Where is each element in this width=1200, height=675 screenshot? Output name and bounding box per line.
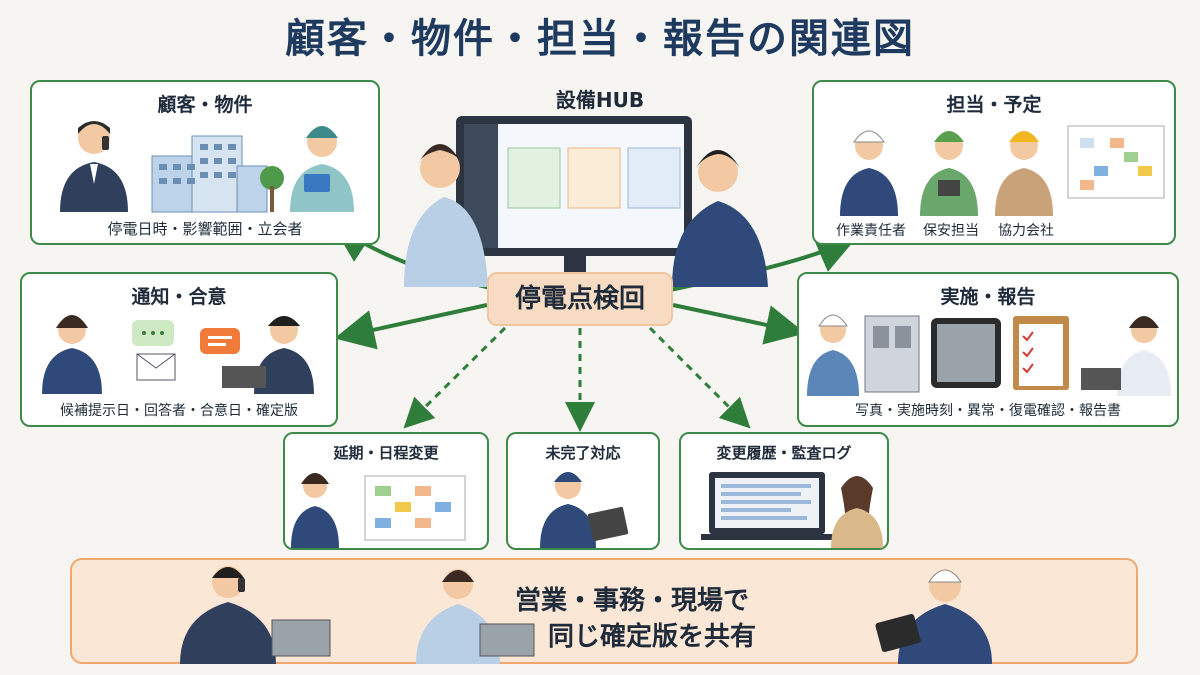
panel-customer-caption: 停電日時・影響範囲・立会者 — [107, 220, 303, 238]
switchboard-icon — [864, 315, 920, 393]
center-node-outage-inspection: 停電点検回 — [487, 272, 673, 326]
panel-notification-agreement: 通知・合意 候補提示日・回答者・合意日・確定版 — [20, 272, 338, 427]
panel-customer-property: 顧客・物件 — [30, 80, 380, 245]
banner-illustration — [180, 566, 992, 664]
panel-execution-title: 実施・報告 — [940, 286, 1036, 308]
hub-monitor-illustration — [404, 116, 768, 287]
postpone-illustration — [291, 473, 466, 548]
laptop-log-icon — [701, 472, 833, 540]
arrow-to-postpone — [403, 326, 507, 429]
panel-postpone-title: 延期・日程変更 — [333, 444, 439, 462]
mail-icon — [136, 353, 176, 381]
reporter-woman-figure — [1081, 316, 1171, 396]
chat-bubble-icon — [132, 320, 174, 346]
panel-incomplete-title: 未完了対応 — [545, 444, 621, 462]
checklist-icon — [1013, 316, 1069, 390]
reschedule-calendar-icon — [364, 475, 466, 541]
office-woman-laptop-figure — [416, 569, 535, 664]
panel-notification-title: 通知・合意 — [131, 286, 227, 308]
incomplete-illustration — [540, 472, 629, 548]
hub-label: 設備HUB — [555, 88, 645, 112]
salesperson-figure — [60, 121, 128, 212]
schedule-calendar-icon — [1067, 125, 1165, 199]
notification-illustration — [42, 315, 314, 394]
banner-line-1: 営業・事務・現場で — [514, 586, 749, 616]
arrow-to-execution — [672, 303, 806, 345]
supervisor-figure — [840, 130, 898, 216]
auditor-woman-figure — [831, 476, 883, 548]
page-title: 顧客・物件・担当・報告の関連図 — [285, 16, 915, 62]
history-illustration — [701, 472, 883, 548]
office-man-figure — [222, 316, 314, 394]
execution-illustration — [807, 314, 1171, 396]
arrow-to-history — [648, 326, 751, 429]
panel-notification-caption: 候補提示日・回答者・合意日・確定版 — [60, 403, 298, 419]
panel-customer-title: 顧客・物件 — [157, 94, 253, 116]
panel-execution-report: 実施・報告 写真・実施時刻・異常・復電確認・報告書 — [797, 272, 1179, 427]
panel-postpone-reschedule: 延期・日程変更 — [283, 432, 489, 550]
shared-version-banner: 営業・事務・現場で 同じ確定版を共有 — [70, 558, 1138, 664]
safety-officer-figure — [920, 131, 978, 216]
scheduler-woman-figure — [291, 473, 339, 548]
role-label-partner: 協力会社 — [998, 223, 1054, 239]
message-bubble-icon — [200, 328, 240, 354]
role-label-supervisor: 作業責任者 — [836, 223, 906, 239]
technician-figure — [807, 314, 859, 396]
customer-illustration — [60, 121, 354, 213]
panel-assignment-title: 担当・予定 — [946, 94, 1042, 116]
field-worker-figure — [290, 126, 354, 212]
panel-history-title: 変更履歴・監査ログ — [716, 444, 852, 462]
role-label-safety: 保安担当 — [923, 223, 979, 239]
partner-worker-figure — [995, 131, 1053, 216]
building-icon — [151, 135, 284, 213]
panel-incomplete-followup: 未完了対応 — [506, 432, 660, 550]
assignment-illustration — [840, 125, 1165, 216]
site-worker-tablet-figure — [875, 569, 992, 664]
arrow-to-notification — [334, 303, 488, 350]
office-woman-figure — [42, 315, 102, 394]
sales-man-phone-figure — [180, 566, 331, 664]
panel-change-history-audit: 変更履歴・監査ログ — [679, 432, 889, 550]
panel-assignment-schedule: 担当・予定 作業責任者 保安担当 協力会社 — [812, 80, 1176, 245]
tablet-photo-icon — [931, 318, 1001, 388]
worker-clipboard-figure — [540, 472, 629, 548]
banner-line-2: 同じ確定版を共有 — [547, 622, 756, 652]
panel-execution-caption: 写真・実施時刻・異常・復電確認・報告書 — [855, 403, 1121, 419]
